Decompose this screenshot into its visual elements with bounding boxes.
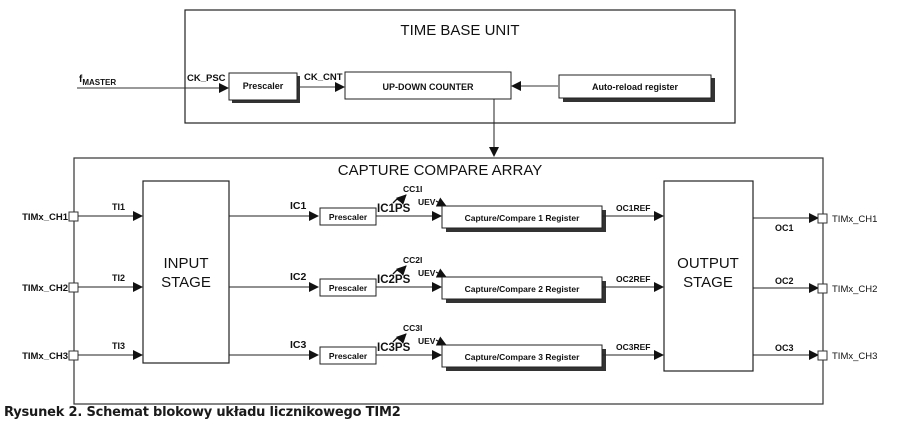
ic-label: IC2 xyxy=(290,271,307,283)
capture-compare-array-title: CAPTURE COMPARE ARRAY xyxy=(338,162,542,179)
time-base-unit-title: TIME BASE UNIT xyxy=(400,22,519,39)
capture-compare-register-box xyxy=(441,205,603,229)
ck-psc-label: CK_PSC xyxy=(187,73,226,84)
output-pin-connector xyxy=(817,213,828,224)
ck-cnt-label: CK_CNT xyxy=(304,72,343,83)
capture-compare-array-frame xyxy=(73,157,824,405)
ccxi-label: CC2I xyxy=(403,255,422,265)
output-stage-label-1: OUTPUT xyxy=(677,255,739,272)
ti-label: TI1 xyxy=(112,202,125,212)
output-stage-label-2: STAGE xyxy=(683,274,733,291)
input-pin-label: TIMx_CH1 xyxy=(22,212,69,223)
icps-label: IC3PS xyxy=(377,342,411,354)
input-pin-label: TIMx_CH2 xyxy=(22,283,68,294)
input-pin-connector xyxy=(68,350,79,361)
up-down-counter-box xyxy=(344,71,512,100)
oc-label: OC1 xyxy=(775,223,794,233)
input-pin-label: TIMx_CH3 xyxy=(22,351,68,362)
up-down-counter-label: UP-DOWN COUNTER xyxy=(383,82,474,92)
capture-compare-array: CAPTURE COMPARE ARRAY INPUT STAGE OUTPUT… xyxy=(73,157,824,405)
output-pin-label: TIMx_CH3 xyxy=(832,351,877,362)
capture-compare-register-box xyxy=(441,344,603,368)
capture-compare-register-box xyxy=(441,276,603,300)
time-base-prescaler-box xyxy=(228,72,298,101)
ccxi-label: CC1I xyxy=(403,184,422,194)
output-pin-label: TIMx_CH2 xyxy=(832,284,877,295)
ccxi-interrupt-icon xyxy=(392,333,407,344)
figure-caption: Rysunek 2. Schemat blokowy układu liczni… xyxy=(4,405,401,420)
auto-reload-label: Auto-reload register xyxy=(592,82,679,92)
uev-arrow xyxy=(435,197,447,207)
ti-label: TI3 xyxy=(112,341,125,351)
icps-label: IC1PS xyxy=(377,203,411,215)
oc-label: OC3 xyxy=(775,343,794,353)
uev-arrow xyxy=(435,268,447,278)
channel-prescaler-label: Prescaler xyxy=(329,283,368,293)
output-pin-label: TIMx_CH1 xyxy=(832,214,877,225)
channel-prescaler-label: Prescaler xyxy=(329,351,368,361)
uev-label: UEV xyxy=(418,336,436,346)
ti-label: TI2 xyxy=(112,273,125,283)
ic-label: IC3 xyxy=(290,339,307,351)
output-stage-box xyxy=(663,180,754,372)
input-pin-connector xyxy=(68,282,79,293)
ccxi-interrupt-icon xyxy=(392,194,407,205)
ccxi-interrupt-icon xyxy=(392,265,407,276)
time-base-prescaler-label: Prescaler xyxy=(243,81,284,91)
icps-label: IC2PS xyxy=(377,274,411,286)
time-base-unit: TIME BASE UNIT fMASTER CK_PSC Prescaler … xyxy=(77,9,736,157)
capture-compare-register-label: Capture/Compare 1 Register xyxy=(465,213,580,223)
auto-reload-box xyxy=(558,74,712,99)
input-stage-label-1: INPUT xyxy=(164,255,209,272)
fmaster-label: fMASTER xyxy=(79,74,116,87)
ocref-label: OC1REF xyxy=(616,203,650,213)
input-stage-label-2: STAGE xyxy=(161,274,211,291)
input-pin-connector xyxy=(68,211,79,222)
time-base-unit-frame xyxy=(184,9,736,124)
uev-label: UEV xyxy=(418,197,436,207)
ccxi-label: CC3I xyxy=(403,323,422,333)
output-pin-connector xyxy=(817,350,828,361)
output-pin-connector xyxy=(817,283,828,294)
ic-label: IC1 xyxy=(290,200,307,212)
capture-compare-register-label: Capture/Compare 2 Register xyxy=(465,284,580,294)
channel-prescaler-label: Prescaler xyxy=(329,212,368,222)
oc-label: OC2 xyxy=(775,276,794,286)
uev-arrow xyxy=(435,336,447,346)
ocref-label: OC3REF xyxy=(616,342,650,352)
capture-compare-register-label: Capture/Compare 3 Register xyxy=(465,352,580,362)
uev-label: UEV xyxy=(418,268,436,278)
input-stage-box xyxy=(142,180,230,364)
ocref-label: OC2REF xyxy=(616,274,650,284)
